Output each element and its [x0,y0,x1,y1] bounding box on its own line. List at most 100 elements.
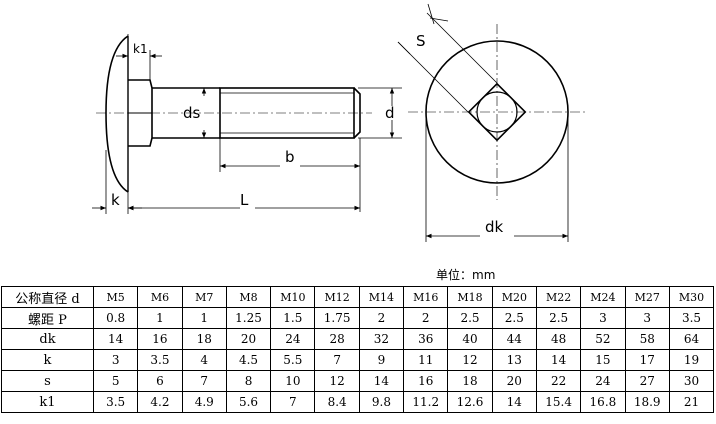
table-cell: 4.9 [181,391,227,413]
table-cell: 20 [491,370,537,392]
table-cell: 17 [624,349,670,371]
table-cell: 7 [314,349,360,371]
table-cell: 9.8 [358,391,405,413]
table-cell: 52 [580,328,626,350]
table-cell: 12 [447,349,493,371]
table-cell: 16 [403,370,449,392]
k-L-dimension [92,150,360,214]
table-cell: 12 [314,370,360,392]
k1-dimension [116,34,162,80]
table-cell: 16 [137,328,183,350]
d-label: d [385,104,395,122]
table-cell: 3.5 [137,349,183,371]
row-header: 公称直径 d [1,286,94,308]
table-cell: 4.2 [137,391,183,413]
table-cell: M6 [137,286,183,308]
table-cell: M14 [358,286,405,308]
k1-label: k1 [133,42,148,56]
table-cell: 4 [181,349,227,371]
table-cell: 15.4 [535,391,582,413]
table-cell: 21 [668,391,715,413]
table-cell: 44 [491,328,537,350]
S-label: S [416,32,426,50]
table-cell: 2.5 [535,307,582,329]
table-cell: 40 [447,328,493,350]
table-cell: M7 [181,286,227,308]
L-label: L [240,191,249,209]
table-cell: 4.5 [225,349,272,371]
table-cell: 15 [580,349,626,371]
d-dimension [358,87,402,139]
table-cell: M22 [535,286,582,308]
table-cell: 18.9 [624,391,670,413]
table-cell: 22 [535,370,582,392]
table-cell: 32 [358,328,405,350]
table-cell: 30 [668,370,715,392]
table-cell: 3.5 [92,391,139,413]
table-cell: 14 [358,370,405,392]
table-cell: 1 [181,307,227,329]
row-header: dk [1,328,94,350]
table-cell: 8 [225,370,272,392]
bolt-technical-drawing: k1 ds d b k L [92,3,586,242]
table-cell: 24 [270,328,316,350]
table-cell: 13 [491,349,537,371]
table-cell: 5.6 [225,391,272,413]
table-cell: M24 [580,286,626,308]
table-cell: 8.4 [314,391,360,413]
table-cell: 2.5 [447,307,493,329]
table-cell: 2 [403,307,449,329]
table-cell: 24 [580,370,626,392]
dk-label: dk [485,218,504,236]
table-cell: 14 [491,391,537,413]
table-cell: 58 [624,328,670,350]
table-cell: 12.6 [447,391,493,413]
table-cell: 18 [447,370,493,392]
S-dimension [397,3,498,113]
table-cell: 11 [403,349,449,371]
table-cell: 1.5 [270,307,316,329]
table-cell: 14 [535,349,582,371]
dk-dimension [425,112,569,242]
unit-label: 单位：mm [436,268,496,282]
table-cell: 14 [92,328,139,350]
table-cell: 9 [358,349,405,371]
table-cell: 36 [403,328,449,350]
table-cell: 5.5 [270,349,316,371]
table-cell: 6 [137,370,183,392]
table-cell: 16.8 [580,391,626,413]
row-header: k1 [1,391,94,413]
table-cell: 1 [137,307,183,329]
table-cell: 64 [668,328,715,350]
table-cell: 3 [624,307,670,329]
table-cell: 3 [580,307,626,329]
table-cell: 10 [270,370,316,392]
bolt-head-outline [105,35,129,193]
table-cell: 7 [181,370,227,392]
table-cell: 18 [181,328,227,350]
table-cell: M8 [225,286,272,308]
table-cell: M27 [624,286,670,308]
table-cell: 20 [225,328,272,350]
table-cell: 3.5 [668,307,715,329]
table-cell: 7 [270,391,316,413]
end-view [408,24,586,200]
table-cell: M16 [403,286,449,308]
table-cell: 2 [358,307,405,329]
table-cell: 1.25 [225,307,272,329]
b-label: b [285,148,295,166]
table-cell: 3 [92,349,139,371]
table-cell: 27 [624,370,670,392]
table-cell: 11.2 [403,391,449,413]
table-cell: 0.8 [92,307,139,329]
side-view [96,35,372,193]
table-cell: M20 [491,286,537,308]
row-header: s [1,370,94,392]
table-cell: M5 [92,286,139,308]
k-label: k [111,191,120,209]
